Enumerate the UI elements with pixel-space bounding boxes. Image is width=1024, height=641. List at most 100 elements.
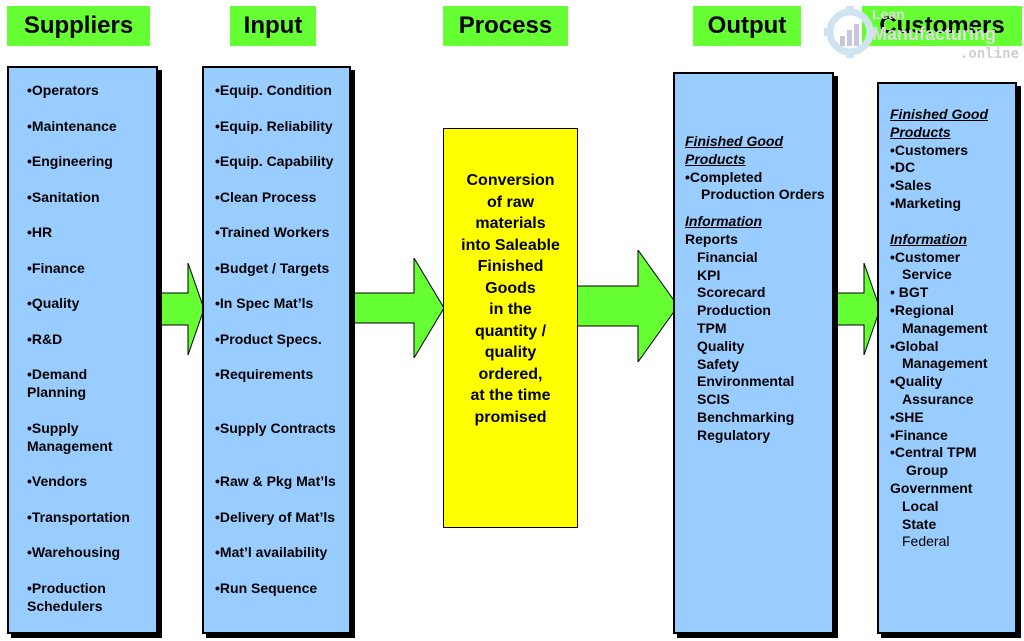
supplier-item: •Engineering	[27, 153, 113, 169]
output-report-item: Safety	[697, 355, 740, 372]
supplier-item: •Finance	[27, 260, 85, 276]
customers-fg-item: •DC	[890, 159, 916, 176]
output-report-item: Scorecard	[697, 284, 766, 301]
input-item: •Run Sequence	[215, 580, 318, 596]
output-reports-label: Reports	[685, 230, 738, 247]
supplier-item: •Operators	[27, 82, 99, 98]
arrow-input-process	[352, 258, 445, 358]
arrow-suppliers-input	[158, 263, 205, 355]
process-line: ordered,	[478, 365, 543, 383]
header-suppliers: Suppliers	[7, 6, 150, 46]
output-fg-item: Production Orders	[701, 186, 825, 203]
supplier-item: •Supply	[27, 420, 79, 436]
process-line: Finished	[477, 258, 544, 275]
customers-info-item: Local	[902, 497, 939, 514]
arrow-output-customers	[834, 263, 881, 355]
process-line: at the time	[470, 387, 551, 404]
input-item: •Product Specs.	[215, 331, 322, 347]
process-line: Conversion	[466, 172, 555, 189]
supplier-item: •Sanitation	[27, 189, 100, 205]
output-box: Finished Good Products •Completed Produc…	[673, 72, 834, 634]
customers-info-item: •Regional	[890, 301, 955, 318]
customers-box: Finished Good Products •Customers •DC •S…	[877, 82, 1017, 634]
header-output: Output	[693, 6, 801, 46]
input-item: •Delivery of Mat’ls	[215, 509, 336, 525]
lean-manufacturing-logo: Lean Manufacturing .online	[820, 2, 1024, 64]
logo-text-3: .online	[960, 46, 1020, 62]
customers-info-item: •Quality	[890, 373, 943, 390]
process-line: in the	[489, 301, 532, 318]
supplier-item: •HR	[27, 224, 53, 240]
process-line: quantity /	[474, 322, 547, 340]
output-fg-item: •Completed	[685, 168, 763, 185]
customers-info-item: •Global	[890, 337, 939, 354]
input-box: •Equip. Condition •Equip. Reliability •E…	[202, 66, 351, 634]
supplier-item: Planning	[27, 384, 87, 400]
supplier-item: •Production	[27, 580, 106, 596]
header-customers: Customers	[862, 6, 1022, 46]
input-item: •Equip. Reliability	[215, 118, 333, 134]
customers-info-heading: Information	[890, 230, 967, 247]
customers-fg-item: •Sales	[890, 177, 932, 194]
supplier-item: •Demand	[27, 366, 88, 382]
input-item: •Equip. Condition	[215, 82, 332, 98]
output-info-heading: Information	[685, 213, 762, 230]
customers-info-item: State	[902, 515, 937, 532]
customers-info-item: •Central TPM	[890, 444, 977, 461]
output-report-item: TPM	[697, 319, 727, 336]
process-line: materials	[475, 215, 546, 232]
logo-text-2: Manufacturing	[872, 24, 996, 44]
process-line: into Saleable	[461, 236, 560, 254]
process-box: Conversion of raw materials into Saleabl…	[443, 128, 578, 528]
customers-info-item: Management	[902, 319, 988, 336]
output-fg-heading: Products	[685, 150, 746, 167]
output-report-item: SCIS	[697, 391, 730, 408]
customers-info-item: •Finance	[890, 426, 948, 443]
customers-fg-item: •Marketing	[890, 194, 962, 211]
output-report-item: Production	[697, 302, 771, 319]
process-line: of raw	[486, 193, 535, 211]
customers-fg-heading: Finished Good	[890, 106, 988, 122]
customers-fg-heading: Products	[890, 123, 951, 140]
customers-info-item: Assurance	[902, 390, 974, 407]
input-item: •Requirements	[215, 366, 314, 382]
supplier-item: •Vendors	[27, 473, 88, 489]
customers-info-item: Group	[906, 462, 948, 479]
header-process: Process	[443, 6, 568, 46]
output-fg-heading: Finished Good	[685, 133, 783, 149]
output-report-item: Financial	[697, 248, 758, 265]
logo-text-1: Lean	[872, 6, 905, 22]
supplier-item: Management	[27, 438, 113, 454]
gear-chart-icon	[824, 6, 876, 58]
customers-info-item: •SHE	[890, 408, 924, 425]
process-line: quality	[484, 344, 537, 361]
input-item: •Mat’l availability	[215, 544, 328, 560]
supplier-item: •Maintenance	[27, 118, 117, 134]
suppliers-box: •Operators •Maintenance •Engineering •Sa…	[7, 66, 158, 634]
output-report-item: Quality	[697, 337, 745, 354]
process-line: Goods	[485, 279, 536, 297]
input-item: •In Spec Mat’ls	[215, 295, 314, 311]
output-report-item: KPI	[697, 266, 721, 283]
customers-info-item: Management	[902, 355, 988, 372]
customers-fg-item: •Customers	[890, 141, 969, 158]
process-line: promised	[474, 408, 547, 426]
customers-info-item: Service	[902, 266, 952, 283]
arrow-process-output	[576, 250, 679, 362]
supplier-item: •Transportation	[27, 509, 130, 525]
output-report-item: Regulatory	[697, 426, 771, 443]
input-item: •Supply Contracts	[215, 420, 336, 436]
input-item: •Clean Process	[215, 189, 317, 205]
supplier-item: •Quality	[27, 295, 80, 311]
header-input: Input	[230, 6, 316, 46]
output-report-item: Benchmarking	[697, 408, 795, 425]
supplier-item: Schedulers	[27, 598, 103, 614]
customers-info-item: •Customer	[890, 248, 961, 265]
input-item: •Equip. Capability	[215, 153, 334, 169]
input-item: •Budget / Targets	[215, 260, 330, 276]
input-item: •Raw & Pkg Mat’ls	[215, 473, 336, 489]
input-item: •Trained Workers	[215, 224, 330, 240]
output-report-item: Environmental	[697, 373, 795, 390]
customers-info-item: Federal	[902, 533, 950, 550]
supplier-item: •Warehousing	[27, 544, 121, 560]
